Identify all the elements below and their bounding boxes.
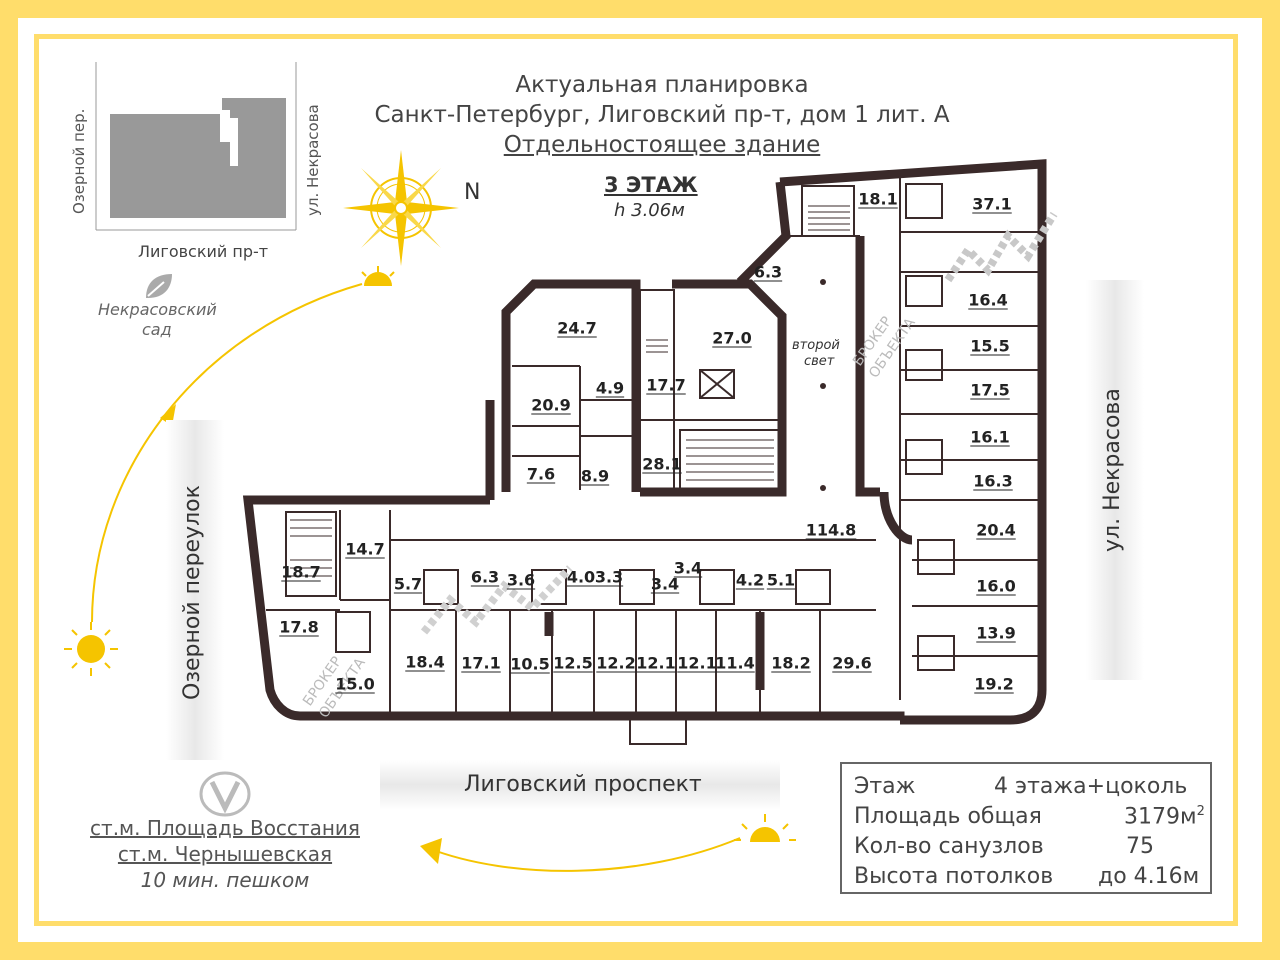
room-area: 15.0	[335, 674, 375, 694]
room-area: 18.4	[405, 652, 445, 672]
room-area: 7.6	[526, 464, 556, 484]
south-street-band	[380, 760, 780, 810]
room-area: 17.5	[970, 380, 1010, 400]
room-area: 24.7	[557, 318, 597, 338]
room-area: 3.4	[673, 558, 703, 578]
park-name-line1: Некрасовский	[98, 300, 217, 319]
stat-value-bathrooms: 75	[1126, 834, 1154, 859]
west-street-band	[166, 420, 224, 760]
stat-value-ceiling: до 4.16м	[1098, 864, 1200, 889]
stat-label-bathrooms: Кол-во санузлов	[854, 834, 1044, 859]
room-area: 16.0	[976, 576, 1016, 596]
room-area: 11.4	[715, 653, 755, 673]
room-area: 3.3	[594, 567, 624, 587]
stat-label-area: Площадь общая	[854, 804, 1042, 829]
location-minimap	[95, 62, 297, 231]
room-area: 12.1	[677, 653, 717, 673]
plan-title: Актуальная планировка	[515, 72, 809, 98]
room-area: 10.5	[510, 654, 550, 674]
room-area: 3.4	[650, 574, 680, 594]
east-street-band	[1086, 280, 1144, 680]
metro-station-1: ст.м. Площадь Восстания	[90, 816, 360, 840]
room-area: 4.0	[566, 567, 596, 587]
room-area: 28.1	[642, 454, 682, 474]
building-stats-box: Этаж 4 этажа+цоколь Площадь общая 3179м2…	[840, 762, 1212, 894]
poster-border	[34, 34, 1238, 926]
room-area: 6.3	[753, 262, 783, 282]
leaf-icon	[146, 274, 172, 298]
room-area: 12.2	[596, 653, 636, 673]
room-area: 5.7	[393, 574, 423, 594]
room-area: 12.5	[553, 653, 593, 673]
room-area: 5.1	[766, 570, 796, 590]
room-area: 17.1	[461, 653, 501, 673]
room-area: 4.2	[735, 570, 765, 590]
room-area: 15.5	[970, 336, 1010, 356]
room-area: 17.8	[279, 617, 319, 637]
room-area: 29.6	[832, 653, 872, 673]
address: Санкт-Петербург, Лиговский пр-т, дом 1 л…	[374, 102, 950, 128]
stat-area-number: 3179м	[1124, 804, 1197, 830]
minimap-bottom-street: Лиговский пр-т	[138, 242, 269, 261]
second-light-line2: свет	[804, 354, 835, 369]
room-area: 19.2	[974, 674, 1014, 694]
stat-label-ceiling: Высота потолков	[854, 864, 1054, 889]
room-area: 20.9	[531, 395, 571, 415]
second-light-line1: второй	[792, 338, 840, 353]
room-area: 20.4	[976, 520, 1016, 540]
south-street-label: Лиговский проспект	[464, 772, 702, 797]
room-area: 18.7	[281, 562, 321, 582]
metro-logo-icon	[199, 771, 251, 817]
stat-value-floors: 4 этажа+цоколь	[994, 774, 1188, 799]
building-type: Отдельностоящее здание	[503, 132, 821, 158]
room-area: 12.1	[636, 653, 676, 673]
room-area: 16.1	[970, 427, 1010, 447]
room-area: 13.9	[976, 623, 1016, 643]
room-area: 114.8	[805, 520, 857, 540]
room-area: 16.3	[973, 471, 1013, 491]
room-area: 3.6	[506, 570, 536, 590]
room-area: 37.1	[972, 194, 1012, 214]
watermark-logo-icon-2	[420, 565, 573, 635]
stat-value-area: 3179м2	[1124, 804, 1205, 829]
compass-north-label: N	[464, 180, 481, 205]
room-area: 27.0	[712, 328, 752, 348]
room-area: 6.3	[470, 567, 500, 587]
park-name-line2: сад	[142, 320, 172, 339]
stat-area-unit-sup: 2	[1196, 804, 1205, 819]
room-area: 4.9	[595, 378, 625, 398]
room-area: 17.7	[646, 375, 686, 395]
stat-label-floors: Этаж	[854, 774, 916, 799]
floor-label: 3 ЭТАЖ	[604, 173, 698, 197]
walk-time: 10 мин. пешком	[140, 868, 310, 892]
metro-station-2: ст.м. Чернышевская	[117, 842, 333, 866]
room-area: 8.9	[580, 466, 610, 486]
room-area: 14.7	[345, 539, 385, 559]
room-area: 16.4	[968, 290, 1008, 310]
watermark-logo-icon	[944, 211, 1058, 283]
compass-rose-icon	[343, 150, 459, 266]
room-area: 18.1	[858, 189, 898, 209]
floor-height: h 3.06м	[614, 200, 685, 221]
room-area: 18.2	[771, 653, 811, 673]
